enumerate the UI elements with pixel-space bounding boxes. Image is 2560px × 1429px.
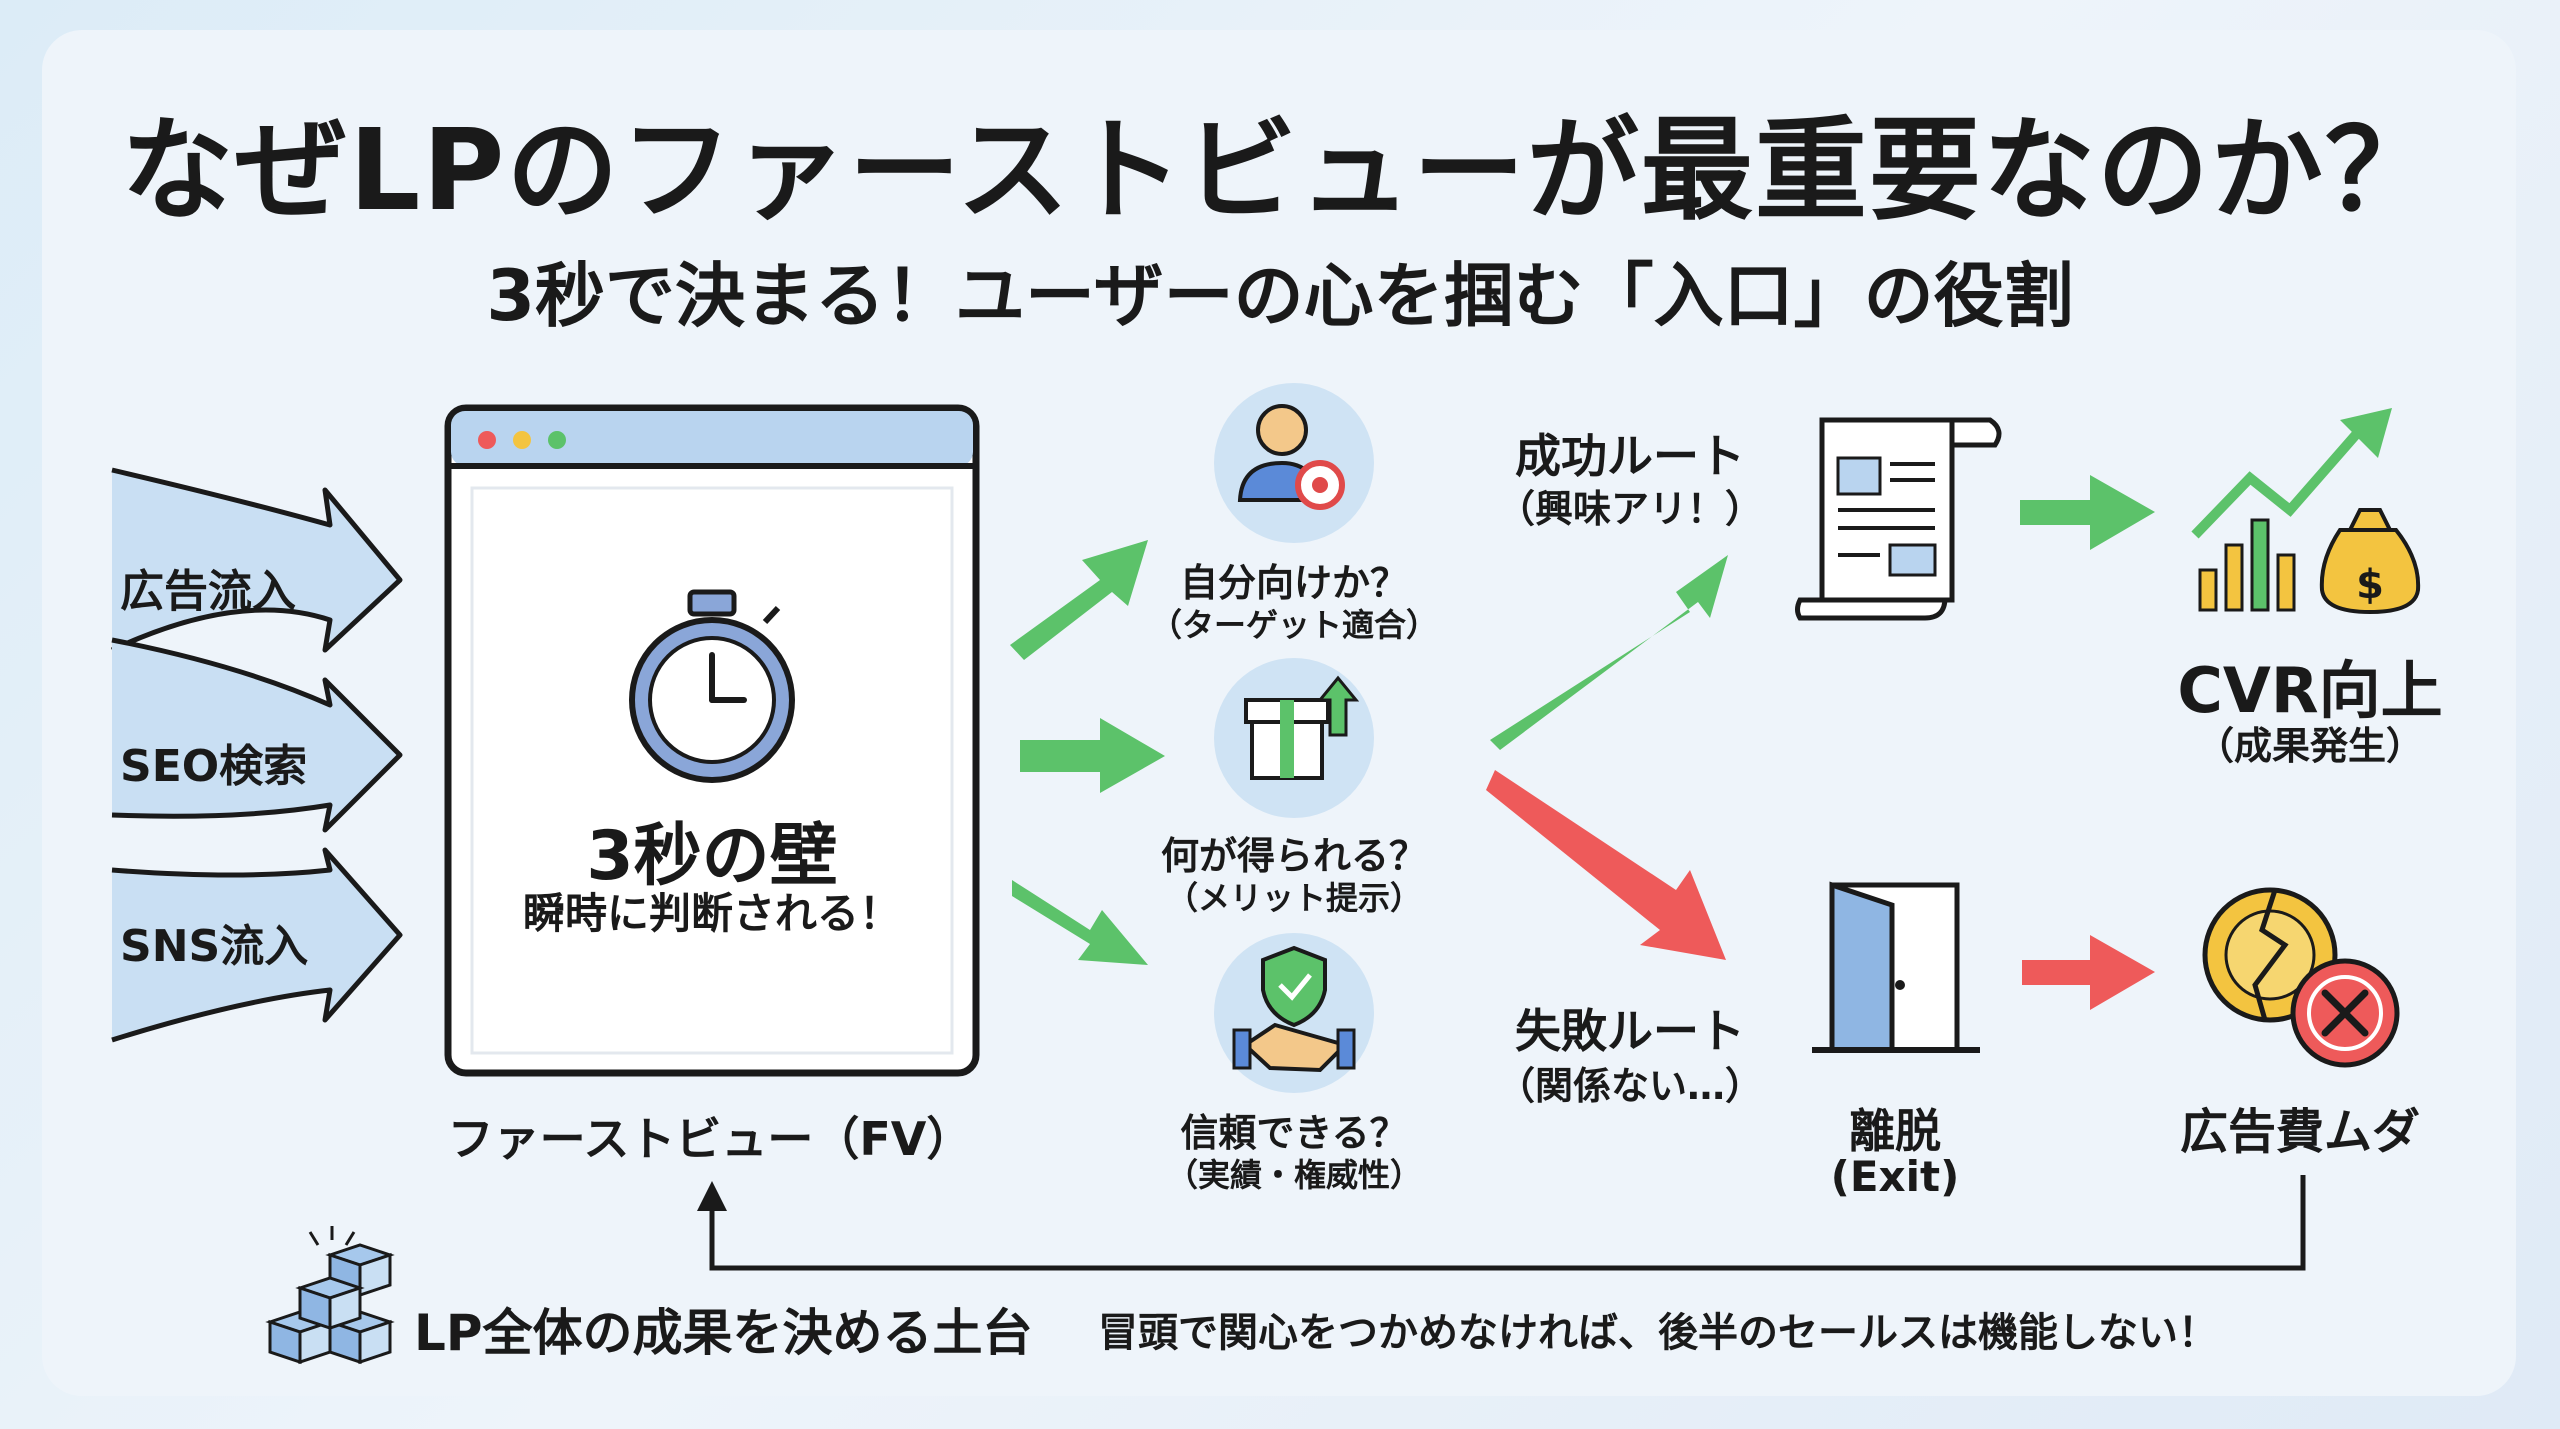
arrow-fv-to-q1	[1010, 540, 1148, 660]
blocks-icon	[265, 1226, 395, 1365]
question-3-sub: （実績・権威性）	[1165, 1156, 1422, 1194]
page-subtitle: 3秒で決まる！ユーザーの心を掴む「入口」の役割	[486, 255, 2074, 337]
user-target-icon	[1214, 383, 1374, 543]
door-icon	[1812, 881, 1980, 1053]
inflow-arrow-sns	[111, 847, 403, 1043]
cvr-title: CVR向上	[2177, 654, 2443, 727]
growth-chart-icon: $	[2191, 408, 2421, 615]
question-2-title: 何が得られる？	[1160, 834, 1427, 878]
success-arrow	[1490, 555, 1728, 750]
exit-sub: (Exit)	[1830, 1152, 1960, 1201]
success-route-sub: （興味アリ！）	[1496, 487, 1763, 531]
fv-caption: ファーストビュー（FV）	[447, 1112, 973, 1166]
arrow-exit-to-waste	[2022, 935, 2155, 1010]
question-2-sub: （メリット提示）	[1165, 879, 1422, 917]
inflow-arrow-ad	[110, 467, 403, 653]
failure-arrow	[1486, 770, 1726, 960]
document-icon	[1795, 417, 2002, 621]
arrow-fv-to-q3	[1012, 880, 1148, 965]
fv-subline: 瞬時に判断される！	[522, 889, 901, 938]
inflow-label-sns: SNS流入	[120, 921, 309, 972]
page-title: なぜLPのファーストビューが最重要なのか？	[121, 106, 2439, 236]
success-route-title: 成功ルート	[1515, 429, 1745, 483]
arrow-fv-to-q2	[1020, 718, 1165, 793]
question-3-title: 信頼できる？	[1180, 1111, 1408, 1155]
inflow-label-seo: SEO検索	[120, 741, 308, 792]
stopwatch-icon	[629, 589, 795, 783]
cvr-sub: （成果発生）	[2195, 724, 2424, 768]
broken-coin-icon	[2202, 887, 2400, 1068]
exit-title: 離脱	[1849, 1104, 1941, 1158]
footer-main: LP全体の成果を決める土台	[414, 1304, 1033, 1362]
footer-note: 冒頭で関心をつかめなければ、後半のセールスは機能しない！	[1098, 1310, 2218, 1356]
question-1-sub: （ターゲット適合）	[1149, 606, 1438, 644]
gift-icon	[1214, 658, 1374, 818]
failure-route-sub: （関係ない…）	[1496, 1064, 1763, 1108]
inflow-label-ad: 広告流入	[120, 566, 296, 617]
handshake-shield-icon	[1214, 933, 1374, 1093]
waste-title: 広告費ムダ	[2179, 1104, 2420, 1160]
inflow-arrow-seo	[111, 637, 403, 833]
fv-headline: 3秒の壁	[586, 817, 838, 896]
feedback-loop-arrow	[697, 1175, 2306, 1271]
arrow-doc-to-cvr	[2020, 475, 2155, 550]
question-1-title: 自分向けか？	[1179, 561, 1408, 605]
svg-text:$: $	[2356, 562, 2384, 608]
failure-route-title: 失敗ルート	[1515, 1004, 1745, 1058]
